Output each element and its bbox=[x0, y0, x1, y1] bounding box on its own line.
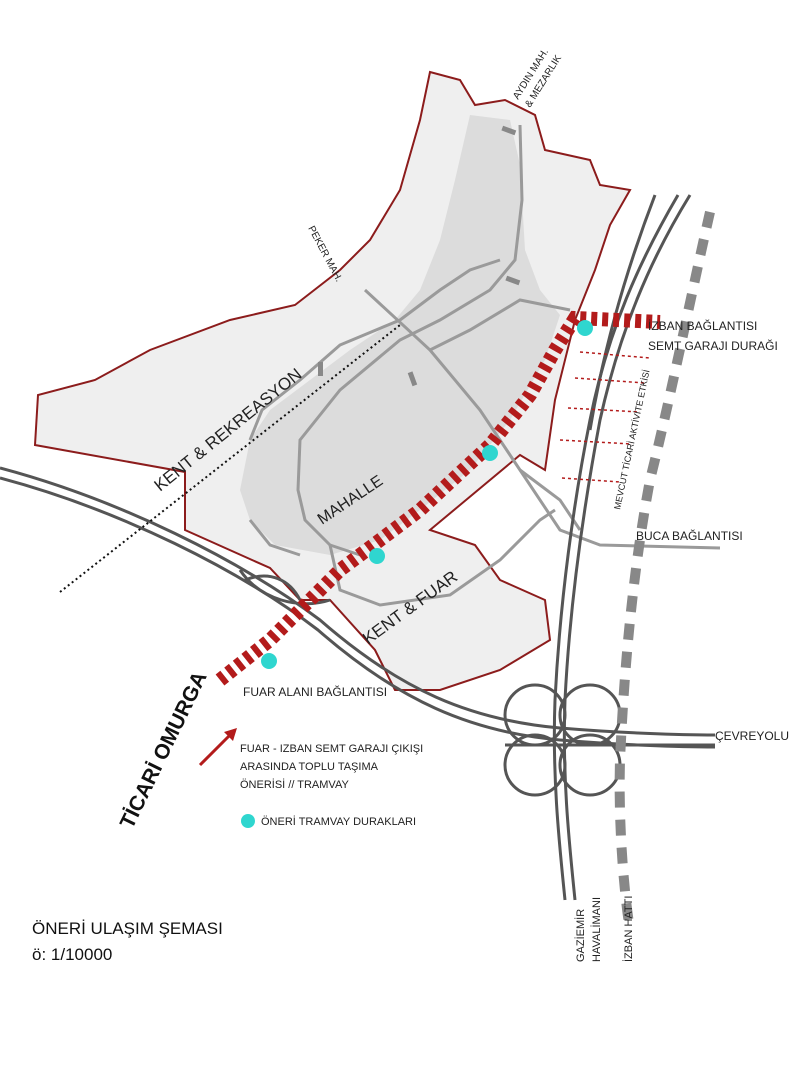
spine-label: TİCARİ OMURGA bbox=[116, 668, 212, 832]
neighborhood-region bbox=[240, 115, 560, 555]
fair-area-connection-label: FUAR ALANI BAĞLANTISI bbox=[243, 684, 387, 699]
commercial-spine bbox=[215, 310, 661, 686]
airport-label-2: HAVALİMANI bbox=[590, 897, 603, 962]
legend-proposal-3: ÖNERİSİ // TRAMVAY bbox=[240, 778, 349, 791]
tram-stop bbox=[482, 445, 498, 461]
tram-stop bbox=[369, 548, 385, 564]
ring-road-label: ÇEVREYOLU bbox=[715, 729, 789, 743]
legend-tram-stops: ÖNERİ TRAMVAY DURAKLARI bbox=[261, 815, 416, 828]
tram-stop bbox=[577, 320, 593, 336]
tram-stops bbox=[261, 320, 593, 669]
airport-label-1: GAZİEMİR bbox=[574, 909, 587, 962]
map-title-block: ÖNERİ ULAŞIM ŞEMASI ö: 1/10000 bbox=[32, 916, 223, 968]
buca-connection-label: BUCA BAĞLANTISI bbox=[636, 528, 743, 543]
tram-stop-legend-icon bbox=[241, 814, 255, 828]
legend-proposal-2: ARASINDA TOPLU TAŞIMA bbox=[240, 761, 379, 773]
legend-proposal-1: FUAR - IZBAN SEMT GARAJI ÇIKIŞI bbox=[240, 743, 423, 755]
commercial-effect-arrows bbox=[559, 351, 651, 483]
legend: FUAR - IZBAN SEMT GARAJI ÇIKIŞI ARASINDA… bbox=[198, 728, 423, 828]
izban-stop-label: SEMT GARAJI DURAĞI bbox=[648, 338, 778, 353]
interior-roads bbox=[248, 124, 721, 607]
place-label-peker: PEKER MAH. bbox=[305, 224, 344, 284]
izban-connection-label: İZBAN BAĞLANTISI bbox=[648, 318, 757, 333]
highways bbox=[0, 194, 716, 901]
recreation-axis bbox=[59, 324, 401, 593]
map-title: ÖNERİ ULAŞIM ŞEMASI bbox=[32, 919, 223, 938]
map-scale: ö: 1/10000 bbox=[32, 945, 113, 964]
arrow-head-icon bbox=[224, 728, 237, 741]
arrow-icon bbox=[198, 731, 234, 767]
izban-line-label: İZBAN HATTI bbox=[622, 896, 635, 962]
building-markers bbox=[318, 125, 521, 387]
tram-stop bbox=[261, 653, 277, 669]
